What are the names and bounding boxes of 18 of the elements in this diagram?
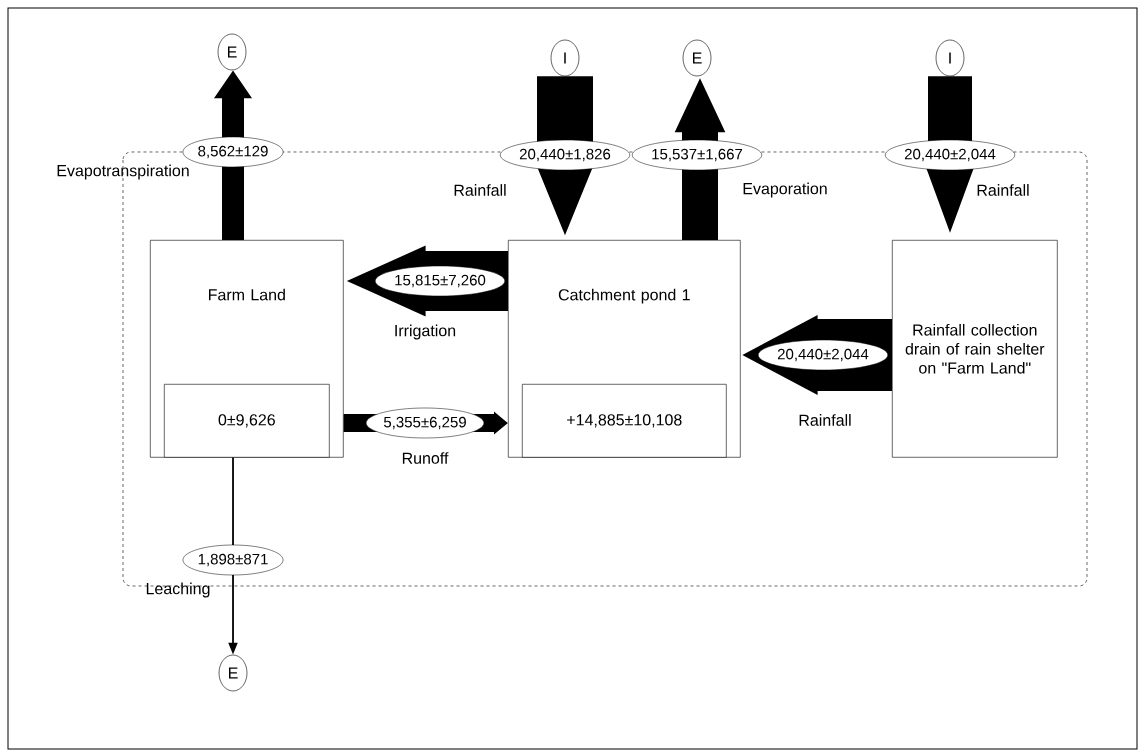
edge-label: 8,562±129 bbox=[182, 136, 284, 168]
flow-label: Rainfall bbox=[799, 414, 851, 426]
edge-label: 15,537±1,667 bbox=[631, 139, 763, 171]
storage-box: +14,885±10,108 bbox=[522, 384, 727, 458]
edge-label: 20,440±2,044 bbox=[757, 339, 889, 371]
flow-label: Rainfall bbox=[977, 184, 1029, 196]
edge-label: 5,355±6,259 bbox=[365, 407, 485, 439]
flow-label: Rainfall bbox=[454, 184, 506, 196]
edge-label: 1,898±871 bbox=[182, 544, 284, 576]
flow-label: Runoff bbox=[402, 452, 449, 464]
edge-label: 20,440±2,044 bbox=[884, 139, 1016, 171]
storage-box: 0±9,626 bbox=[164, 384, 330, 458]
flow-label: Irrigation bbox=[395, 324, 456, 340]
edge-label: 15,815±7,260 bbox=[374, 265, 506, 297]
flow-label: Leaching bbox=[146, 582, 210, 598]
edge-label: 20,440±1,826 bbox=[499, 139, 631, 171]
process-box: Rainfall collection drain of rain shelter on "Farm Land" bbox=[892, 240, 1058, 458]
flow-label: Evaporation bbox=[743, 182, 827, 198]
